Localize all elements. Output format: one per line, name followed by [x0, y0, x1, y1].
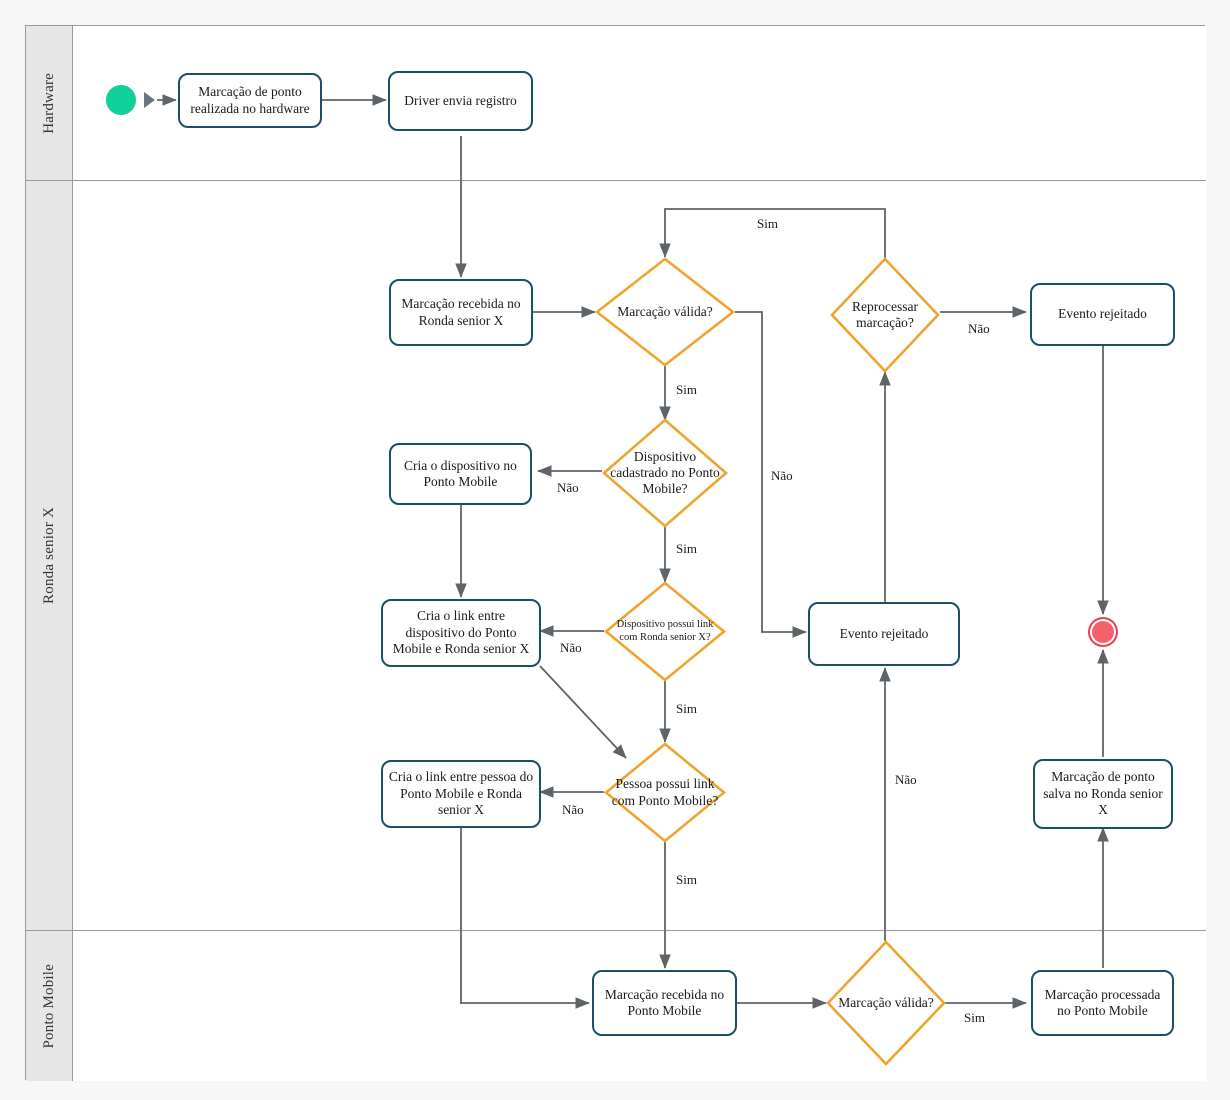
task-cria-link-dispositivo[interactable]: Cria o link entre dispositivo do Ponto M…: [381, 599, 541, 667]
gateway-reprocessar-marcacao[interactable]: Reprocessar marcação?: [830, 257, 940, 373]
edge-label-marcacao-valida-pm-nao: Não: [895, 772, 917, 787]
task-marcacao-recebida-ronda[interactable]: Marcação recebida no Ronda senior X: [389, 279, 533, 346]
edge-label-reprocessar-nao: Não: [968, 321, 990, 336]
gateway-pessoa-possui-link[interactable]: Pessoa possui link com Ponto Mobile?: [604, 742, 726, 843]
edge-label-dispositivo-link-sim: Sim: [676, 701, 697, 716]
task-marcacao-processada-ponto-mobile[interactable]: Marcação processada no Ponto Mobile: [1031, 970, 1174, 1036]
lane-header-ronda-senior-x: Ronda senior X: [26, 181, 73, 930]
task-marcacao-ponto-hardware[interactable]: Marcação de ponto realizada no hardware: [178, 73, 322, 128]
task-evento-rejeitado-direita[interactable]: Evento rejeitado: [1030, 283, 1175, 346]
process-pool: Hardware Ronda senior X Ponto Mobile: [25, 25, 1206, 1081]
gateway-marcacao-valida-ponto-mobile[interactable]: Marcação válida?: [826, 940, 946, 1066]
edge-label-dispositivo-link-nao: Não: [560, 640, 582, 655]
edge-label-marcacao-valida-sim: Sim: [676, 382, 697, 397]
start-marker-icon: [144, 92, 155, 108]
diamond-shape-icon: [602, 418, 728, 528]
start-event[interactable]: [106, 85, 136, 115]
edge-label-pessoa-link-nao: Não: [562, 802, 584, 817]
diamond-shape-icon: [830, 257, 940, 373]
gateway-label-dispositivo-cadastrado: Dispositivo cadastrado no Ponto Mobile?: [610, 448, 720, 497]
gateway-label-marcacao-valida-ponto-mobile: Marcação válida?: [838, 994, 934, 1010]
diamond-shape-icon: [604, 581, 726, 682]
task-evento-rejeitado-centro[interactable]: Evento rejeitado: [808, 602, 960, 666]
task-marcacao-ponto-salva[interactable]: Marcação de ponto salva no Ronda senior …: [1033, 759, 1173, 829]
edge-label-dispositivo-cadastrado-nao: Não: [557, 480, 579, 495]
diamond-shape-icon: [595, 257, 735, 367]
edge-label-reprocessar-sim: Sim: [757, 216, 778, 231]
edge-label-pessoa-link-sim: Sim: [676, 872, 697, 887]
lane-header-ponto-mobile: Ponto Mobile: [26, 931, 73, 1081]
gateway-label-reprocessar-marcacao: Reprocessar marcação?: [852, 298, 918, 330]
end-event[interactable]: [1088, 617, 1118, 647]
edge-label-dispositivo-cadastrado-sim: Sim: [676, 541, 697, 556]
gateway-label-pessoa-possui-link: Pessoa possui link com Ponto Mobile?: [611, 776, 719, 808]
edge-label-marcacao-valida-nao: Não: [771, 468, 793, 483]
lane-header-hardware: Hardware: [26, 26, 73, 180]
edge-label-marcacao-valida-pm-sim: Sim: [964, 1010, 985, 1025]
gateway-marcacao-valida[interactable]: Marcação válida?: [595, 257, 735, 367]
task-cria-dispositivo-ponto-mobile[interactable]: Cria o dispositivo no Ponto Mobile: [389, 443, 532, 505]
gateway-label-dispositivo-possui-link: Dispositivo possui link com Ronda senior…: [616, 618, 714, 643]
gateway-dispositivo-possui-link[interactable]: Dispositivo possui link com Ronda senior…: [604, 581, 726, 682]
lane-label-hardware: Hardware: [40, 72, 57, 134]
lane-label-ponto-mobile: Ponto Mobile: [40, 963, 57, 1049]
gateway-dispositivo-cadastrado[interactable]: Dispositivo cadastrado no Ponto Mobile?: [602, 418, 728, 528]
diamond-shape-icon: [826, 940, 946, 1066]
task-cria-link-pessoa[interactable]: Cria o link entre pessoa do Ponto Mobile…: [381, 760, 541, 828]
diamond-shape-icon: [604, 742, 726, 843]
task-driver-envia-registro[interactable]: Driver envia registro: [388, 71, 533, 131]
lane-label-ronda-senior-x: Ronda senior X: [40, 507, 57, 604]
task-marcacao-recebida-ponto-mobile[interactable]: Marcação recebida no Ponto Mobile: [592, 970, 737, 1036]
gateway-label-marcacao-valida: Marcação válida?: [617, 303, 713, 319]
